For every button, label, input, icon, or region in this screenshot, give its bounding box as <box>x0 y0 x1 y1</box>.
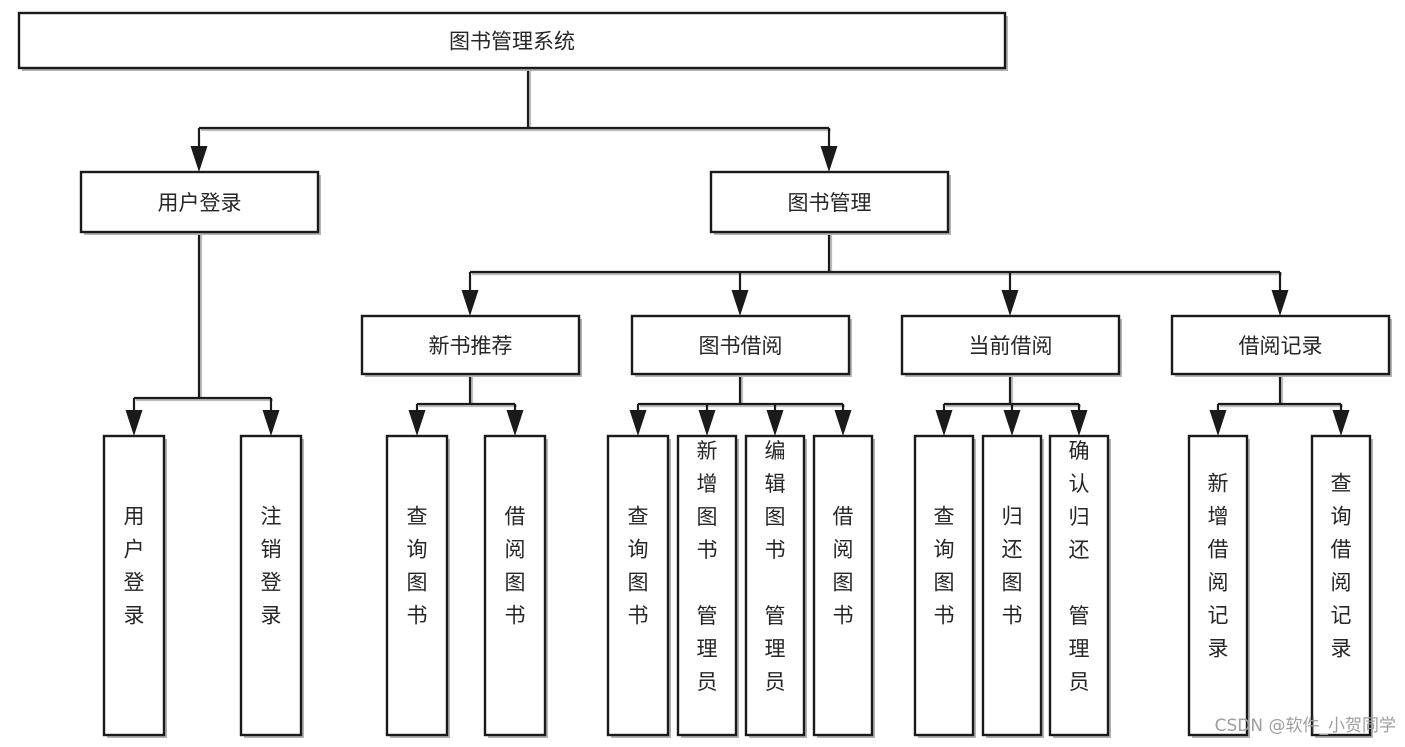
arrow-head <box>629 410 647 436</box>
node-label: 图书管理 <box>788 191 872 215</box>
node-label: 确认归还（管理员） <box>1069 439 1090 694</box>
arrow-head <box>698 410 716 436</box>
node-leaf_user_login[interactable]: 用户登录 <box>102 434 167 738</box>
node-label: 借阅图书 <box>833 505 854 628</box>
node-book_manage[interactable]: 图书管理 <box>709 170 951 235</box>
arrow-head <box>125 410 143 436</box>
arrow-head <box>1001 290 1019 316</box>
arrow-head <box>262 410 280 436</box>
node-box[interactable] <box>900 314 1121 376</box>
node-box[interactable] <box>1187 434 1249 737</box>
connector-group-login <box>125 232 280 436</box>
connector-group-borrow_record <box>1209 374 1350 436</box>
node-label: 当前借阅 <box>969 334 1053 358</box>
node-label: 借阅记录 <box>1239 334 1323 358</box>
arrow-head <box>1271 290 1289 316</box>
node-leaf_query_book_3[interactable]: 查询图书 <box>913 434 976 738</box>
node-label: 查询图书 <box>407 505 428 628</box>
arrow-head <box>408 410 426 436</box>
node-leaf_borrow_book_2[interactable]: 借阅图书 <box>812 434 875 738</box>
arrow-head <box>461 290 479 316</box>
node-leaf_query_book_1[interactable]: 查询图书 <box>385 434 450 738</box>
node-leaf_edit_book[interactable]: 编辑图书（管理员） <box>744 434 807 738</box>
csdn-watermark: CSDN @软件_小贺同学 <box>1215 716 1396 736</box>
node-label: 新书推荐 <box>429 334 513 358</box>
node-leaf_query_record[interactable]: 查询借阅记录 <box>1310 434 1373 738</box>
node-box[interactable] <box>744 434 806 737</box>
node-current_borrow[interactable]: 当前借阅 <box>900 314 1122 377</box>
node-label: 查询借阅记录 <box>1331 472 1352 661</box>
node-layer: 图书管理系统用户登录图书管理新书推荐图书借阅当前借阅借阅记录用户登录注销登录查询… <box>17 11 1392 738</box>
arrow-head <box>190 146 208 172</box>
node-box[interactable] <box>981 434 1043 737</box>
node-label: 借阅图书 <box>505 505 526 628</box>
arrow-head <box>1332 410 1350 436</box>
node-leaf_add_book[interactable]: 新增图书（管理员） <box>676 434 739 738</box>
connector-group-new_book <box>408 374 524 436</box>
node-new_book[interactable]: 新书推荐 <box>360 314 582 377</box>
arrow-head <box>506 410 524 436</box>
node-box[interactable] <box>913 434 975 737</box>
node-box[interactable] <box>360 314 581 376</box>
connector-group-borrow <box>629 374 852 436</box>
node-login[interactable]: 用户登录 <box>79 170 321 235</box>
node-leaf_confirm_return[interactable]: 确认归还（管理员） <box>1048 434 1111 738</box>
connector-group-current_borrow <box>935 374 1088 436</box>
node-label: 用户登录 <box>158 191 242 215</box>
arrow-head <box>1209 410 1227 436</box>
arrow-head <box>766 410 784 436</box>
arrow-head <box>820 146 838 172</box>
node-label: 新增图书（管理员） <box>697 439 718 694</box>
arrow-head <box>731 290 749 316</box>
node-label: 图书借阅 <box>699 334 783 358</box>
node-box[interactable] <box>709 170 950 234</box>
node-label: 图书管理系统 <box>449 30 575 54</box>
node-label: 新增借阅记录 <box>1208 472 1229 661</box>
node-box[interactable] <box>1170 314 1391 376</box>
arrow-head <box>1003 410 1021 436</box>
node-box[interactable] <box>676 434 738 737</box>
node-box[interactable] <box>239 434 303 737</box>
node-box[interactable] <box>1048 434 1110 737</box>
node-box[interactable] <box>17 11 1007 70</box>
node-leaf_return_book[interactable]: 归还图书 <box>981 434 1044 738</box>
node-leaf_query_book_2[interactable]: 查询图书 <box>606 434 671 738</box>
node-box[interactable] <box>630 314 851 376</box>
connector-layer <box>125 68 1350 436</box>
node-leaf_borrow_book_1[interactable]: 借阅图书 <box>483 434 548 738</box>
arrow-head <box>834 410 852 436</box>
node-borrow[interactable]: 图书借阅 <box>630 314 852 377</box>
node-label: 注销登录 <box>261 505 282 628</box>
node-root[interactable]: 图书管理系统 <box>17 11 1008 71</box>
connector-group-book_manage <box>461 232 1289 316</box>
node-borrow_record[interactable]: 借阅记录 <box>1170 314 1392 377</box>
node-box[interactable] <box>102 434 166 737</box>
node-box[interactable] <box>606 434 670 737</box>
node-label: 归还图书 <box>1002 505 1023 628</box>
node-leaf_logout[interactable]: 注销登录 <box>239 434 304 738</box>
node-leaf_add_record[interactable]: 新增借阅记录 <box>1187 434 1250 738</box>
node-box[interactable] <box>385 434 449 737</box>
node-box[interactable] <box>1310 434 1372 737</box>
node-box[interactable] <box>79 170 320 234</box>
node-label: 查询图书 <box>934 505 955 628</box>
arrow-head <box>935 410 953 436</box>
node-box[interactable] <box>483 434 547 737</box>
node-label: 查询图书 <box>628 505 649 628</box>
arrow-head <box>1070 410 1088 436</box>
node-label: 编辑图书（管理员） <box>765 439 786 694</box>
node-label: 用户登录 <box>124 505 145 628</box>
node-box[interactable] <box>812 434 874 737</box>
connector-group-root <box>190 68 838 172</box>
